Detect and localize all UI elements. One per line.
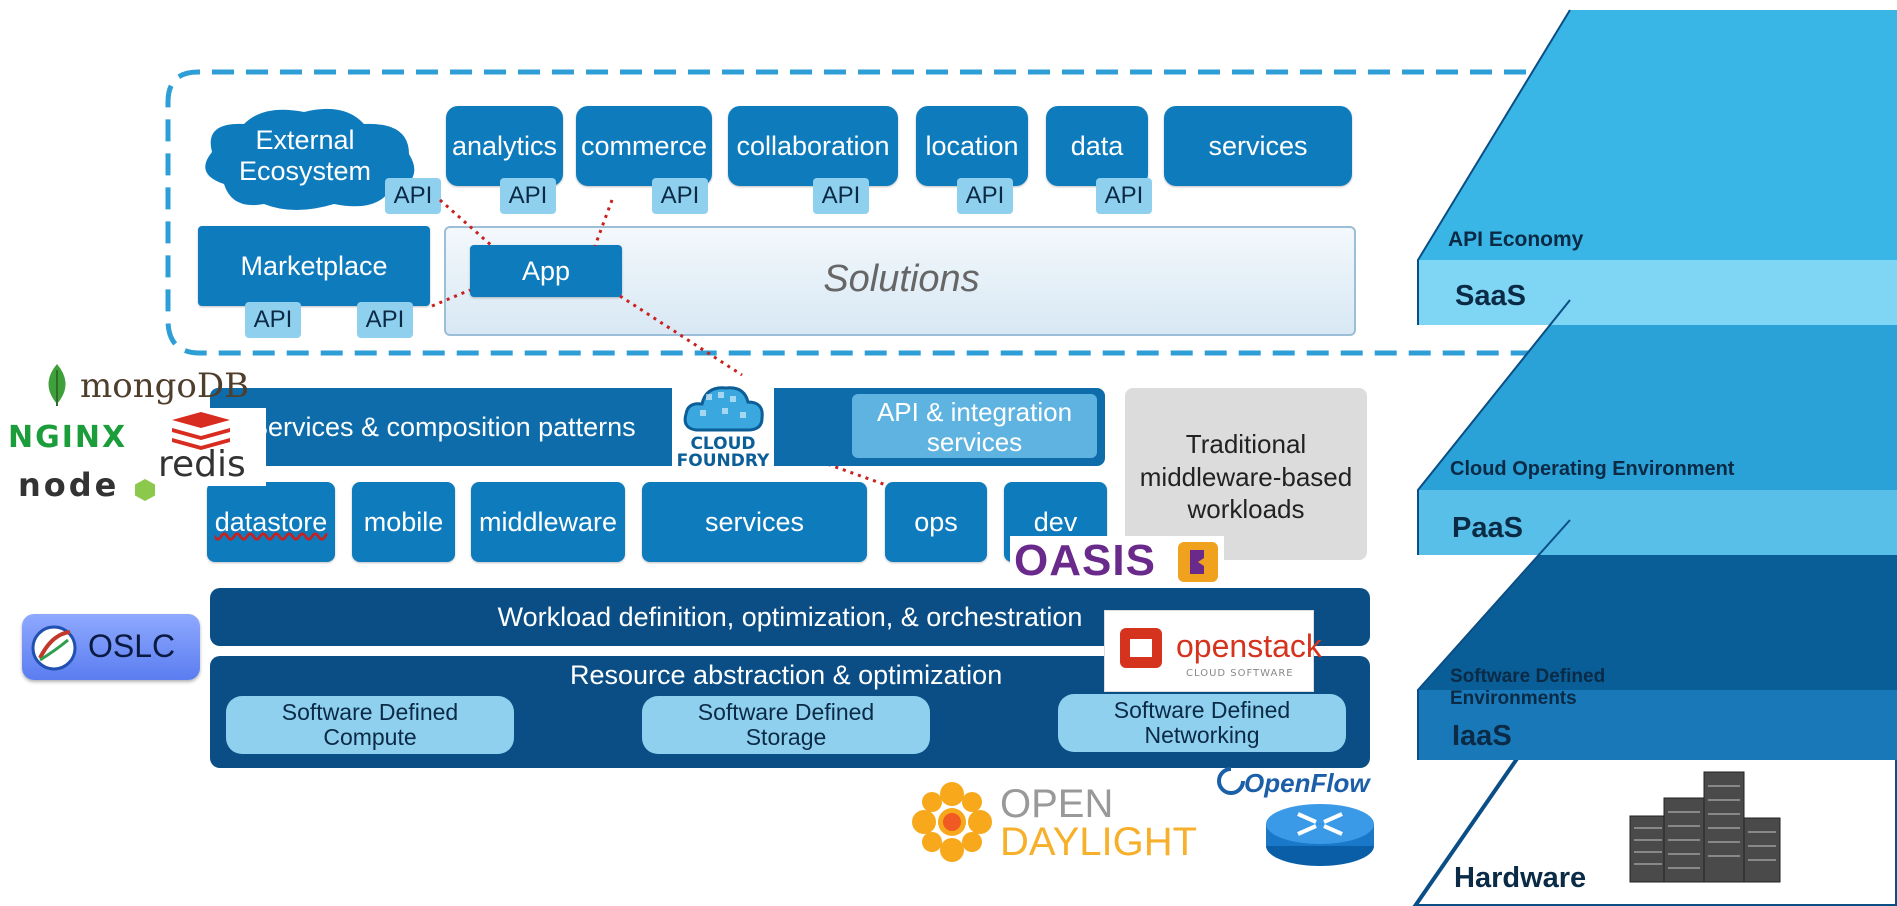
iaas-subtitle: Software Defined Environments xyxy=(1450,666,1606,709)
pill-data: data xyxy=(1046,106,1148,186)
service-datastore: datastore xyxy=(207,482,335,562)
openstack-subtitle: CLOUD SOFTWARE xyxy=(1186,668,1294,679)
sd-networking: Software Defined Networking xyxy=(1058,694,1346,752)
openflow-swirl-icon xyxy=(1217,767,1245,795)
oasis-emblem-icon xyxy=(1178,542,1218,582)
iaas-label: IaaS xyxy=(1452,720,1512,752)
openstack-cube-icon xyxy=(1120,628,1162,668)
server-rack-icon xyxy=(1629,771,1781,883)
paas-label: PaaS xyxy=(1452,512,1523,544)
service-middleware: middleware xyxy=(471,482,625,562)
service-mobile: mobile xyxy=(352,482,455,562)
openflow-logo: OpenFlow xyxy=(1244,768,1370,798)
traditional-label: Traditional middleware-based workloads xyxy=(1139,429,1353,524)
api-integration-box xyxy=(852,394,1097,458)
pill-analytics: analytics xyxy=(446,106,563,186)
opendaylight-logo-line2: DAYLIGHT xyxy=(1000,820,1198,864)
hardware-label: Hardware xyxy=(1454,862,1587,894)
oslc-icon xyxy=(31,625,77,671)
saas-subtitle: API Economy xyxy=(1448,228,1584,251)
opendaylight-sun-icon xyxy=(912,782,992,862)
api-badge-analytics: API xyxy=(500,178,556,214)
external-ecosystem-label: External Ecosystem xyxy=(238,125,372,187)
mongodb-logo: mongoDB xyxy=(80,366,250,406)
api-badge-marketplace-2: API xyxy=(357,302,413,338)
solutions-dashed-border xyxy=(165,69,1560,356)
redis-logo: redis xyxy=(158,444,246,485)
node-logo: node xyxy=(18,466,120,504)
composition-label: Services & composition patterns xyxy=(250,412,636,442)
api-badge-commerce: API xyxy=(652,178,708,214)
cloud-foundry-logo: CLOUD FOUNDRY xyxy=(676,434,770,471)
redis-icon xyxy=(172,412,230,450)
api-badge-marketplace-1: API xyxy=(245,302,301,338)
service-services: services xyxy=(642,482,867,562)
opendaylight-logo-line1: OPEN xyxy=(1000,782,1114,826)
solutions-label: Solutions xyxy=(823,258,980,300)
oasis-logo: OASIS xyxy=(1014,536,1156,585)
mongodb-leaf-icon xyxy=(48,364,66,406)
pill-marketplace: Marketplace xyxy=(198,226,430,306)
pill-commerce: commerce xyxy=(576,106,712,186)
cloud-foundry-icon xyxy=(683,386,764,432)
external-ecosystem-cloud xyxy=(205,108,415,210)
api-badge-data: API xyxy=(1096,178,1152,214)
pill-location: location xyxy=(916,106,1028,186)
openstack-logo: openstack xyxy=(1176,628,1322,664)
traditional-box xyxy=(1125,388,1367,560)
oslc-logo: OSLC xyxy=(88,628,176,664)
nginx-logo: NGINX xyxy=(8,420,128,455)
node-js-hex-icon xyxy=(135,479,155,501)
router-icon xyxy=(1266,804,1374,866)
api-badge-collaboration: API xyxy=(813,178,869,214)
sd-storage: Software Defined Storage xyxy=(642,696,930,754)
pill-collaboration: collaboration xyxy=(728,106,898,186)
sd-compute: Software Defined Compute xyxy=(226,696,514,754)
service-ops: ops xyxy=(885,482,987,562)
saas-label: SaaS xyxy=(1455,280,1526,312)
resource-title: Resource abstraction & optimization xyxy=(570,660,1003,690)
api-integration-label: API & integration services xyxy=(876,397,1073,457)
app-box: App xyxy=(470,245,622,297)
api-badge-external: API xyxy=(385,178,441,214)
api-badge-location: API xyxy=(957,178,1013,214)
pill-services: services xyxy=(1164,106,1352,186)
paas-subtitle: Cloud Operating Environment xyxy=(1450,458,1735,480)
